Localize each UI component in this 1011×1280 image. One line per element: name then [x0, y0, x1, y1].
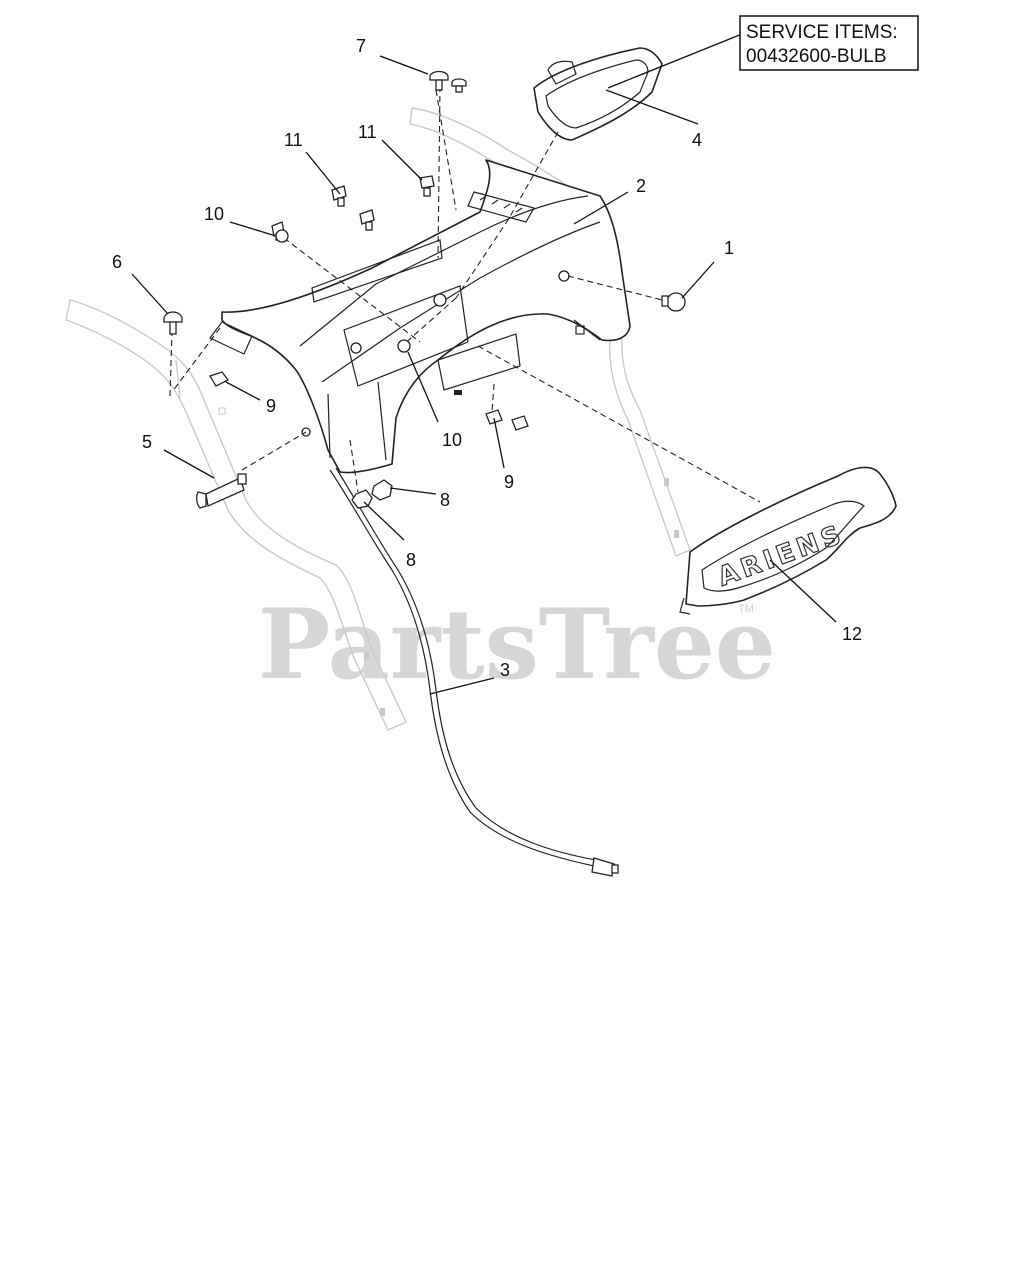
callout-10-left: 10	[204, 204, 224, 224]
bolt-6	[163, 311, 183, 335]
screw-11-left	[271, 185, 375, 241]
headlight	[533, 47, 663, 141]
screw-11-right	[419, 175, 435, 197]
callout-9-right: 9	[504, 472, 514, 492]
nut-8-upper	[371, 479, 393, 501]
callout-11-left: 11	[284, 130, 303, 150]
callout-4: 4	[692, 130, 702, 150]
callout-3: 3	[500, 660, 510, 680]
callout-11-right: 11	[358, 122, 377, 142]
wire-harness	[329, 467, 619, 877]
ariens-badge-panel: ARIENS	[679, 466, 897, 615]
service-items-box: SERVICE ITEMS: 00432600-BULB	[739, 15, 919, 71]
nut-9-right	[485, 409, 529, 431]
dash-console-housing	[209, 159, 631, 474]
bolt-7	[429, 70, 467, 93]
callout-2: 2	[636, 176, 646, 196]
watermark-text: PartsTree	[258, 588, 776, 701]
nut-10-center	[350, 293, 447, 354]
watermark-trademark: TM	[738, 603, 754, 615]
bolt-5	[196, 473, 247, 509]
service-items-title: SERVICE ITEMS:	[746, 22, 898, 43]
handlebar-left-ghost	[65, 299, 407, 731]
watermark: PartsTree TM	[258, 588, 776, 701]
callout-labels: 1 2 3 4 5 6 7 8 8 9 9 10 10 11 11 12	[112, 36, 862, 680]
nut-8-lower	[351, 489, 373, 509]
service-items-part-number: 00432600-BULB	[746, 46, 887, 67]
callout-7: 7	[356, 36, 366, 56]
nut-9-left	[209, 371, 229, 387]
leader-lines	[131, 33, 837, 695]
nut-10-left	[275, 229, 289, 243]
callout-8-upper: 8	[440, 490, 450, 510]
assembly-lines	[169, 85, 761, 503]
callout-5: 5	[142, 432, 152, 452]
callout-12: 12	[842, 624, 862, 644]
callout-8-lower: 8	[406, 550, 416, 570]
callout-6: 6	[112, 252, 122, 272]
plug-1	[661, 292, 686, 312]
callout-1: 1	[724, 238, 734, 258]
callout-9-left: 9	[266, 396, 276, 416]
callout-10-center: 10	[442, 430, 462, 450]
